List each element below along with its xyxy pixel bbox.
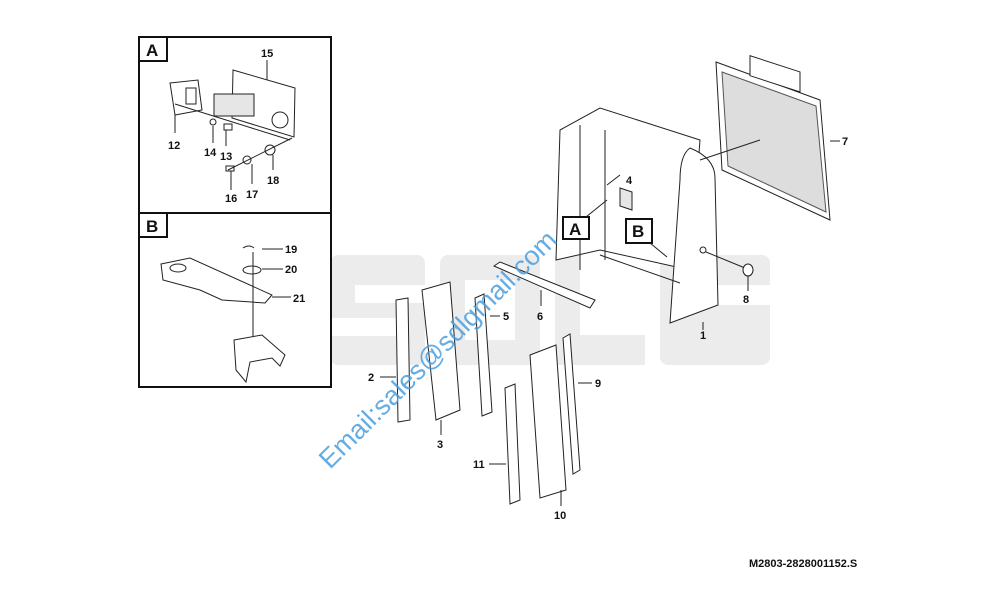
part-label-3: 3 xyxy=(437,439,443,451)
part-label-2: 2 xyxy=(368,372,374,384)
part-label-4: 4 xyxy=(626,175,633,187)
part-label-14: 14 xyxy=(204,147,217,159)
detail-label-b: B xyxy=(146,217,158,236)
part-label-9: 9 xyxy=(595,378,601,390)
part-label-6: 6 xyxy=(537,311,543,323)
part-label-19: 19 xyxy=(285,244,297,256)
detail-label-a: A xyxy=(146,41,158,60)
callout-a-label: A xyxy=(569,220,581,239)
callout-a: A xyxy=(562,199,608,240)
part-label-17: 17 xyxy=(246,189,258,201)
watermark-logo xyxy=(330,255,770,365)
part-label-20: 20 xyxy=(285,264,297,276)
grille-panel xyxy=(699,55,840,221)
side-plates xyxy=(380,261,596,506)
detail-view-b: B xyxy=(138,212,332,388)
part-label-11: 11 xyxy=(473,459,485,471)
part-label-18: 18 xyxy=(267,175,279,187)
callout-b-label: B xyxy=(632,222,644,241)
part-label-1: 1 xyxy=(700,330,706,342)
part-label-15: 15 xyxy=(261,48,273,60)
main-frame xyxy=(555,107,754,330)
part-labels: 1 2 3 4 5 6 7 8 9 10 11 12 13 14 15 16 1… xyxy=(168,48,848,522)
part-label-8: 8 xyxy=(743,294,749,306)
part-label-10: 10 xyxy=(554,510,566,522)
part-label-13: 13 xyxy=(220,151,232,163)
detail-view-a: A xyxy=(138,36,332,214)
callout-b: B xyxy=(625,218,668,258)
part-label-12: 12 xyxy=(168,140,180,152)
part-label-7: 7 xyxy=(842,136,848,148)
part-label-16: 16 xyxy=(225,193,237,205)
diagram-code: M2803-2828001152.S xyxy=(749,558,857,570)
part-label-5: 5 xyxy=(503,311,509,323)
part-label-21: 21 xyxy=(293,293,305,305)
